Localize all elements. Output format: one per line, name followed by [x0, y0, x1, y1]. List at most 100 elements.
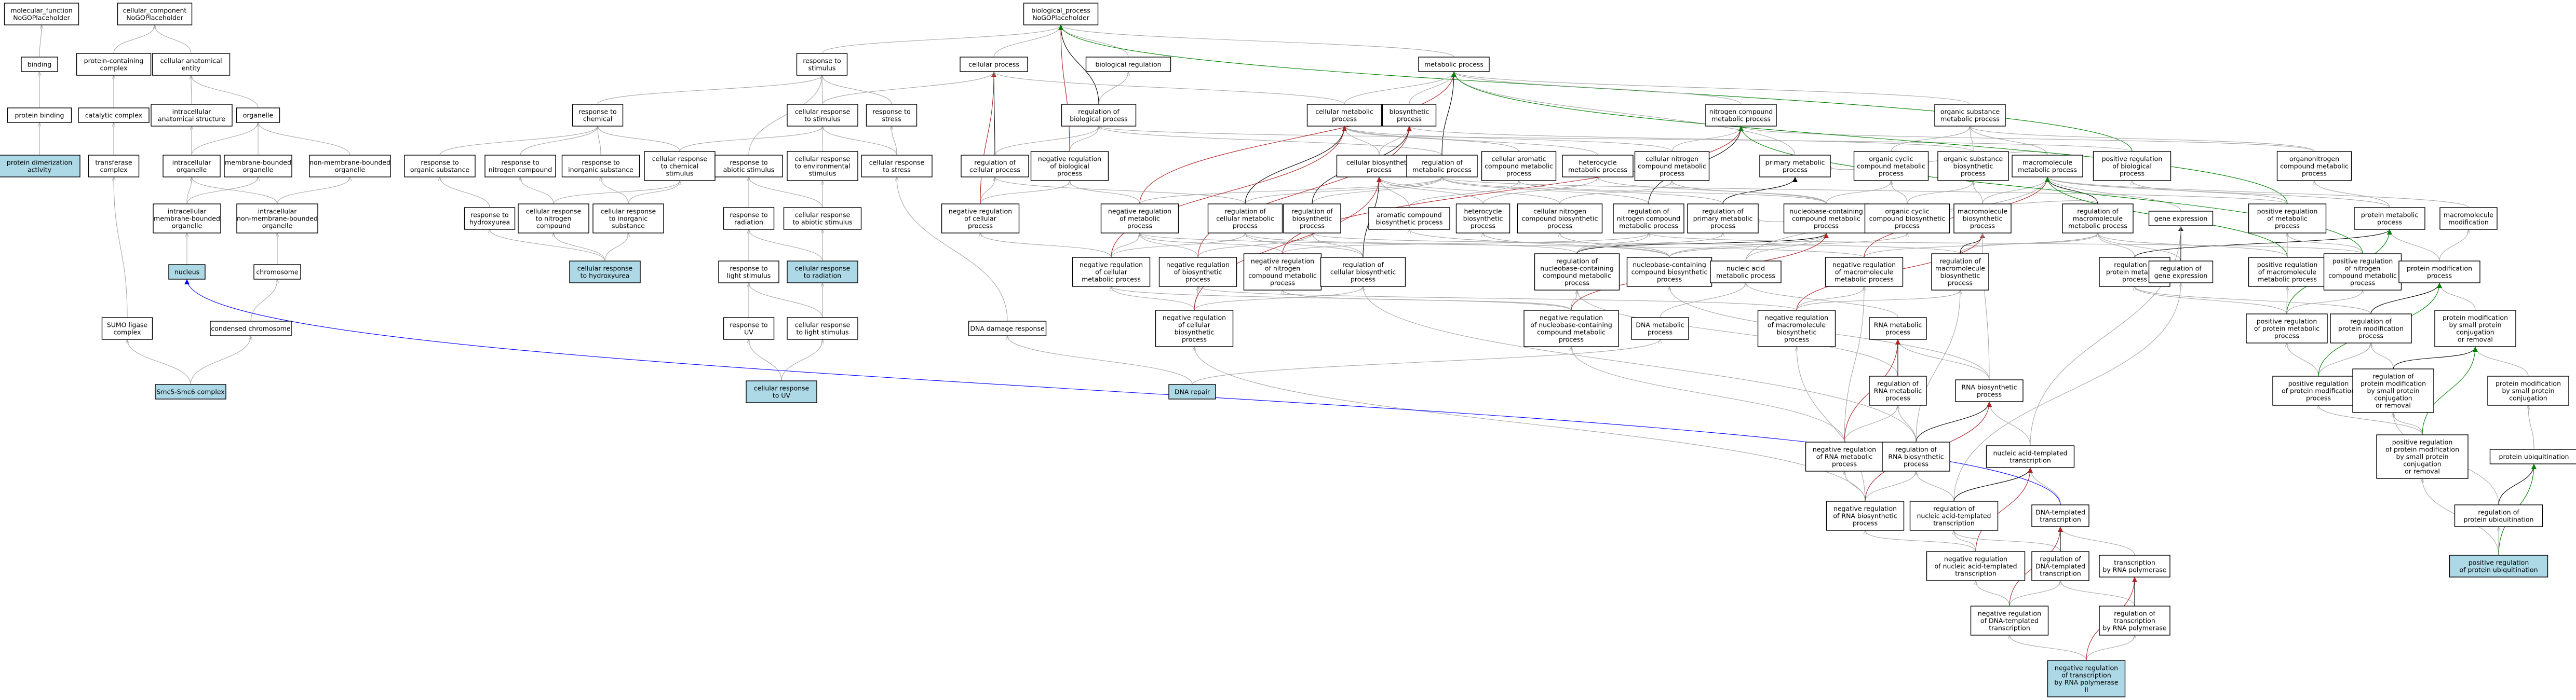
- term-node-box: [2434, 310, 2516, 347]
- term-node-label-line: regulation of: [2478, 509, 2519, 516]
- term-node-box: [309, 155, 391, 177]
- term-node-box: [2012, 155, 2083, 177]
- edge-is-a: [1363, 286, 1917, 443]
- term-node-box: [723, 207, 775, 230]
- term-node-label-line: compound metabolic: [1857, 162, 1925, 170]
- term-node-label-line: to abiotic stimulus: [792, 218, 852, 226]
- edge-is-a: [2132, 180, 2288, 204]
- term-node-label-line: metabolic process: [1835, 276, 1894, 283]
- term-node-label-line: biosynthetic: [1463, 215, 1503, 223]
- term-node-box: [1320, 257, 1406, 287]
- edge-is-a: [604, 233, 628, 262]
- edge-positively-regulates: [1451, 71, 2288, 204]
- term-node-box: [2376, 434, 2469, 479]
- edge-is-a: [1312, 232, 1364, 258]
- term-node-label-line: cellular response: [795, 321, 851, 329]
- term-node-box: [2062, 203, 2134, 234]
- term-node-label-line: complex: [100, 64, 128, 72]
- term-node-label-line: by small protein: [2502, 387, 2554, 395]
- term-node-box: [2248, 203, 2327, 234]
- edge-is-a: [1577, 290, 1898, 377]
- term-node-label-line: by small protein: [2449, 321, 2501, 329]
- term-node-label-line: of metabolic: [1120, 215, 1160, 223]
- term-node-label-line: cellular aromatic: [1492, 155, 1546, 163]
- term-node-label-line: organic cyclic: [1885, 208, 1929, 215]
- term-node-label-line: response to: [730, 159, 767, 167]
- edge-is-a: [1970, 126, 2048, 156]
- edge-is-a: [250, 279, 277, 322]
- term-node-box: [1072, 257, 1151, 287]
- term-node-box: [561, 155, 640, 177]
- term-node-label-line: nucleobase-containing: [1540, 265, 1614, 272]
- term-node-box: [787, 317, 858, 340]
- term-node-label-line: macromolecule: [2022, 159, 2072, 167]
- term-node-label-line: process: [1351, 276, 1375, 283]
- term-node-label-line: metabolic process: [1716, 272, 1775, 280]
- term-node-box: [1523, 310, 1619, 347]
- term-node-label-line: negative regulation: [1251, 257, 1314, 265]
- edge-is-a: [1245, 176, 1442, 204]
- term-node-label-line: biosynthetic: [1940, 272, 1980, 280]
- term-node-label-line: transferase: [95, 159, 132, 167]
- term-node-box: [1562, 155, 1634, 177]
- term-node-label-line: of macromolecule: [2258, 268, 2316, 276]
- term-node-box: [1955, 379, 2024, 402]
- term-node-label-line: process: [1895, 222, 1920, 230]
- term-node-box: [2323, 253, 2402, 291]
- edge-is-a: [1916, 471, 1954, 502]
- edge-is-a: [1559, 180, 1672, 204]
- term-node-label-line: negative regulation: [1038, 155, 1101, 163]
- term-node-box: [1626, 257, 1712, 287]
- term-node-label-line: compound biosynthetic: [1869, 215, 1946, 223]
- term-node-label-line: cellular response: [652, 155, 708, 163]
- term-node-label-line: biosynthetic: [1963, 215, 2003, 223]
- edge-is-a: [1379, 176, 1410, 208]
- term-node-label-line: nitrogen compound: [489, 166, 552, 174]
- term-node-label-line: process: [1547, 222, 1572, 230]
- term-node-dna-damage-response: DNA damage response: [968, 321, 1047, 336]
- term-node-label-line: biosynthetic: [1390, 108, 1429, 116]
- term-node-label-line: intracellular: [172, 159, 212, 167]
- edge-regulates: [1722, 176, 1798, 204]
- term-node-label-line: cellular response: [795, 211, 851, 219]
- term-node-label-line: regulation of: [2160, 265, 2202, 272]
- term-node-label-line: of cellular: [1095, 268, 1128, 276]
- term-node-box: [1534, 253, 1620, 291]
- term-node-box: [1155, 310, 1234, 347]
